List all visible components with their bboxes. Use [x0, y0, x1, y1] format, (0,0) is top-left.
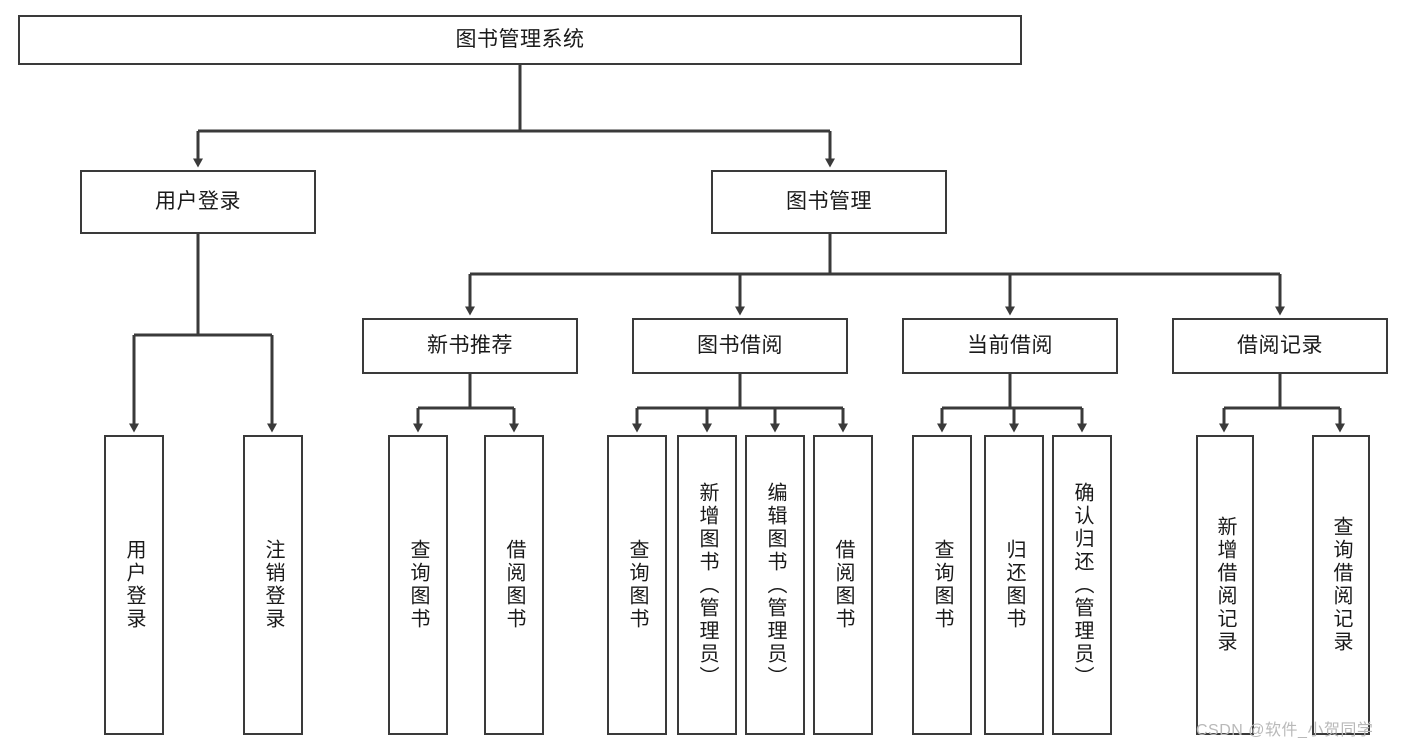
- node-label: 借阅图书: [832, 539, 854, 631]
- node-label: 图书管理系统: [455, 28, 585, 52]
- leaf-user-logout[interactable]: 注销登录: [243, 435, 303, 735]
- node-label: 归还图书: [1003, 539, 1025, 631]
- leaf-borrow-edit-book-admin[interactable]: 编辑图书（管理员）: [745, 435, 805, 735]
- leaf-record-query-record[interactable]: 查询借阅记录: [1312, 435, 1370, 735]
- node-label: 确认归还（管理员）: [1071, 481, 1093, 689]
- leaf-borrow-query-book[interactable]: 查询图书: [607, 435, 667, 735]
- leaf-newbook-borrow-book[interactable]: 借阅图书: [484, 435, 544, 735]
- node-new-book-recommend[interactable]: 新书推荐: [362, 318, 578, 374]
- node-label: 图书借阅: [697, 334, 783, 358]
- node-label: 当前借阅: [967, 334, 1053, 358]
- node-book-borrow[interactable]: 图书借阅: [632, 318, 848, 374]
- node-label: 借阅图书: [503, 539, 525, 631]
- node-label: 新增图书（管理员）: [696, 481, 718, 689]
- node-label: 用户登录: [155, 190, 241, 214]
- node-borrow-record[interactable]: 借阅记录: [1172, 318, 1388, 374]
- node-book-management[interactable]: 图书管理: [711, 170, 947, 234]
- node-label: 借阅记录: [1237, 334, 1323, 358]
- node-label: 查询图书: [626, 539, 648, 631]
- node-label: 新书推荐: [427, 334, 513, 358]
- node-label: 编辑图书（管理员）: [764, 481, 786, 689]
- node-label: 用户登录: [123, 539, 145, 631]
- node-label: 查询借阅记录: [1330, 516, 1352, 654]
- node-user-login[interactable]: 用户登录: [80, 170, 316, 234]
- node-root-system[interactable]: 图书管理系统: [18, 15, 1022, 65]
- leaf-borrow-borrow-book[interactable]: 借阅图书: [813, 435, 873, 735]
- node-label: 查询图书: [931, 539, 953, 631]
- node-label: 注销登录: [262, 539, 284, 631]
- leaf-newbook-query-book[interactable]: 查询图书: [388, 435, 448, 735]
- node-label: 查询图书: [407, 539, 429, 631]
- node-label: 新增借阅记录: [1214, 516, 1236, 654]
- leaf-current-query-book[interactable]: 查询图书: [912, 435, 972, 735]
- node-label: 图书管理: [786, 190, 872, 214]
- leaf-user-login[interactable]: 用户登录: [104, 435, 164, 735]
- leaf-record-add-record[interactable]: 新增借阅记录: [1196, 435, 1254, 735]
- leaf-borrow-add-book-admin[interactable]: 新增图书（管理员）: [677, 435, 737, 735]
- node-current-borrow[interactable]: 当前借阅: [902, 318, 1118, 374]
- leaf-current-confirm-return-admin[interactable]: 确认归还（管理员）: [1052, 435, 1112, 735]
- leaf-current-return-book[interactable]: 归还图书: [984, 435, 1044, 735]
